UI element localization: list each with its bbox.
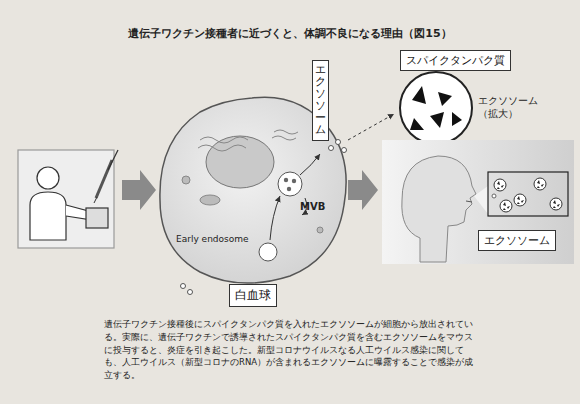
box-text: エクソソーム: [484, 233, 550, 248]
organelle-label: Early endosome: [176, 234, 249, 246]
flow-arrow: [348, 170, 378, 210]
dashed-arrow: [348, 114, 394, 140]
flow-arrow: [122, 170, 156, 210]
cell-label: 白血球: [229, 284, 277, 307]
head-illustration: [382, 140, 574, 264]
magnified-exosome: [400, 72, 472, 144]
injection-figure: [18, 150, 118, 248]
box-text: エクソソーム: [315, 64, 326, 137]
organelle-label: MVB: [300, 200, 325, 213]
caption: 遺伝子ワクチン接種後にスパイクタンパク質を入れたエクソソームが細胞から放出されて…: [104, 318, 476, 382]
magnified-label: エクソソーム （拡大）: [478, 94, 552, 120]
title: 遺伝子ワクチン接種者に近づくと、体調不良になる理由（図15）: [0, 26, 580, 41]
spike-protein-label: スパイクタンパク質: [400, 50, 511, 71]
box-text: 白血球: [235, 287, 271, 304]
exosome-label: エクソソーム: [478, 230, 556, 251]
exosome-label: エクソソーム: [312, 60, 329, 141]
box-text: スパイクタンパク質: [406, 53, 505, 68]
